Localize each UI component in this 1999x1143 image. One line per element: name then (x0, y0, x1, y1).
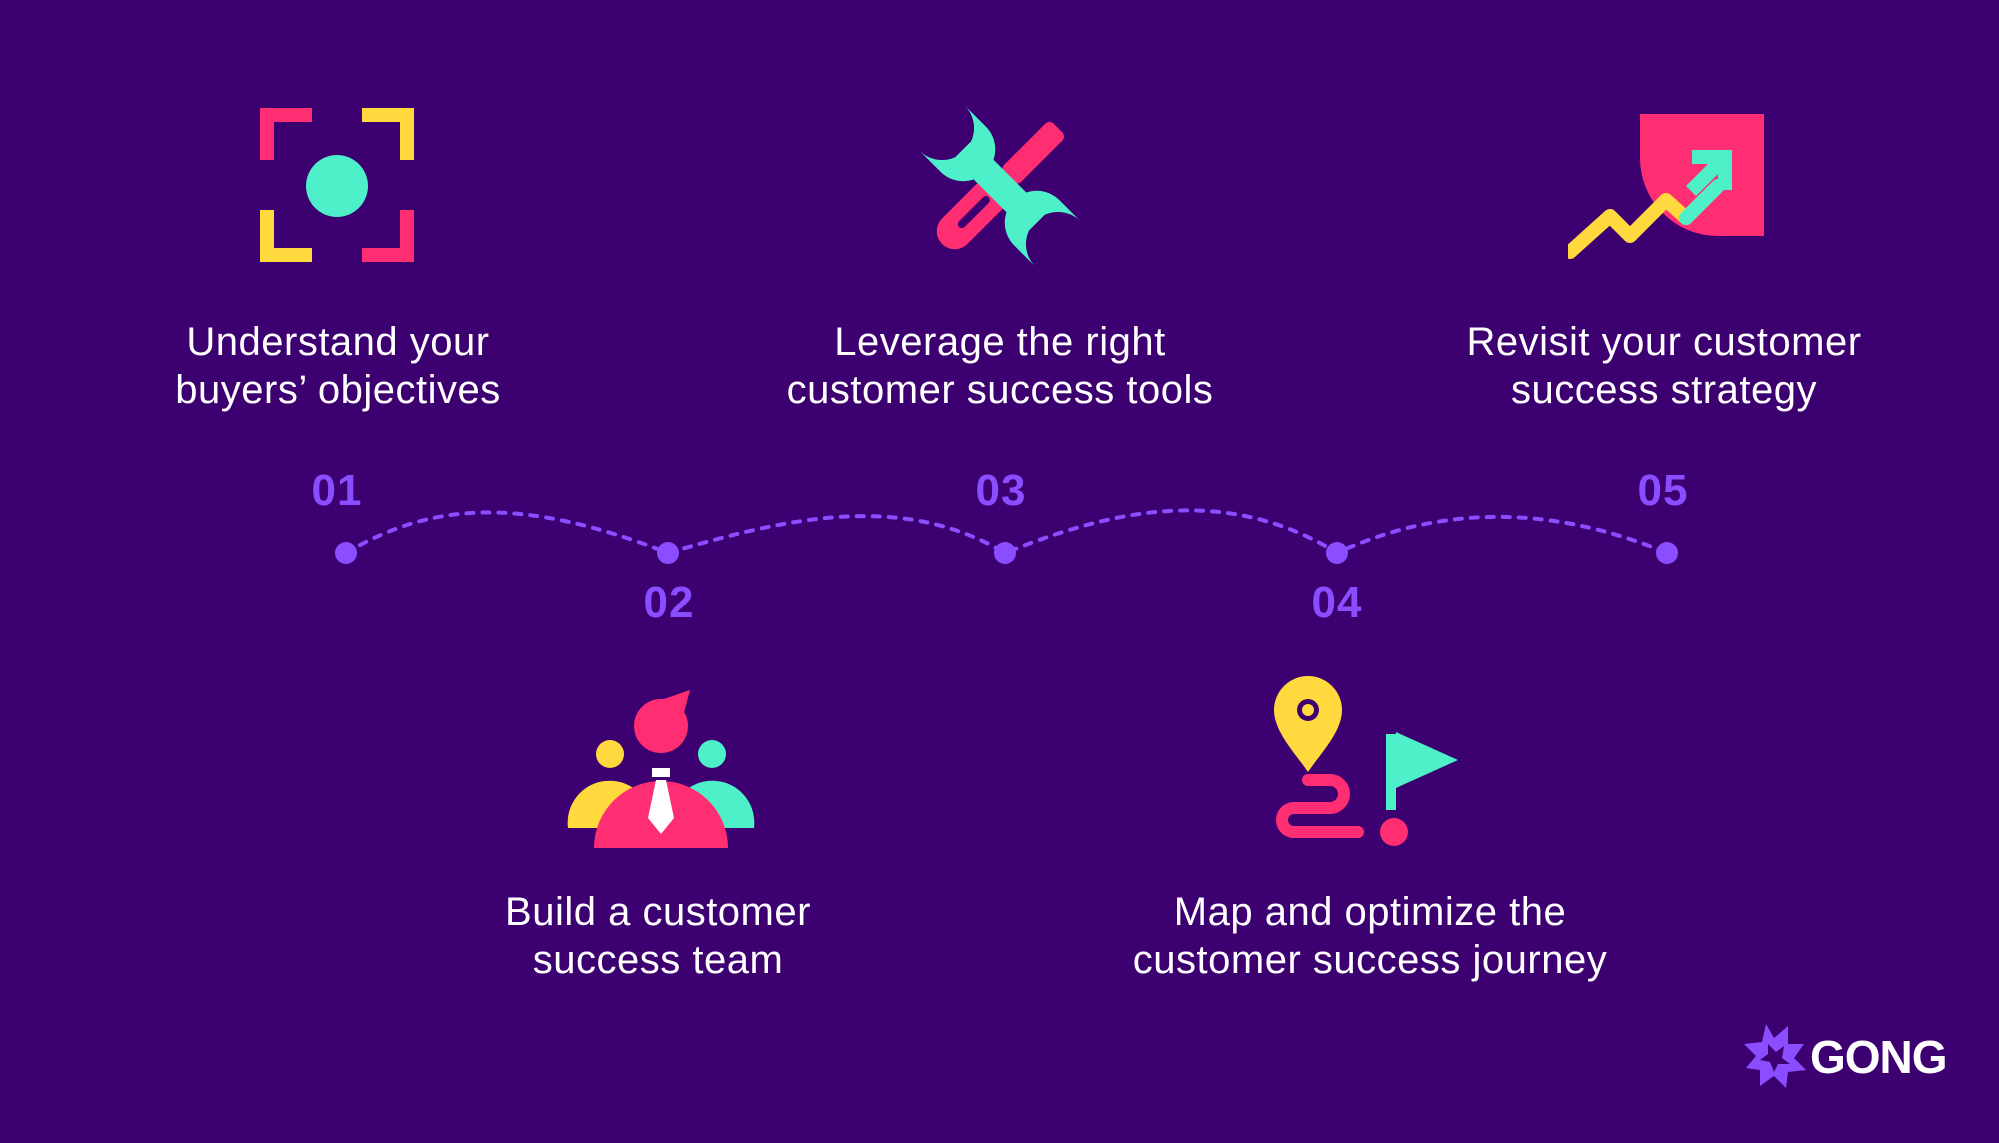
step-label-04: Map and optimize the customer success jo… (1132, 890, 1608, 982)
timeline-dot-02 (657, 542, 679, 564)
journey-map-icon (1274, 676, 1458, 846)
timeline-dot-05 (1656, 542, 1678, 564)
gong-logo-text: GONG (1810, 1031, 1948, 1083)
step-label-05: Revisit your customer success strategy (1466, 320, 1862, 412)
step-label-01: Understand your buyers’ objectives (175, 320, 501, 412)
step-label-03: Leverage the right customer success tool… (786, 320, 1214, 412)
step-number-03: 03 (975, 466, 1027, 515)
step-number-02: 02 (643, 578, 695, 627)
step-number-05: 05 (1637, 466, 1689, 515)
team-icon (567, 690, 755, 848)
step-number-04: 04 (1311, 578, 1363, 627)
timeline-dot-04 (1326, 542, 1348, 564)
focus-target-icon (260, 108, 414, 262)
timeline-dot-01 (335, 542, 357, 564)
step-label-02: Build a customer success team (505, 890, 811, 982)
growth-arrow-icon (1568, 114, 1764, 259)
timeline-dot-03 (994, 542, 1016, 564)
tools-icon (919, 105, 1081, 267)
step-number-01: 01 (311, 466, 363, 515)
gong-burst-icon (1744, 1024, 1806, 1088)
